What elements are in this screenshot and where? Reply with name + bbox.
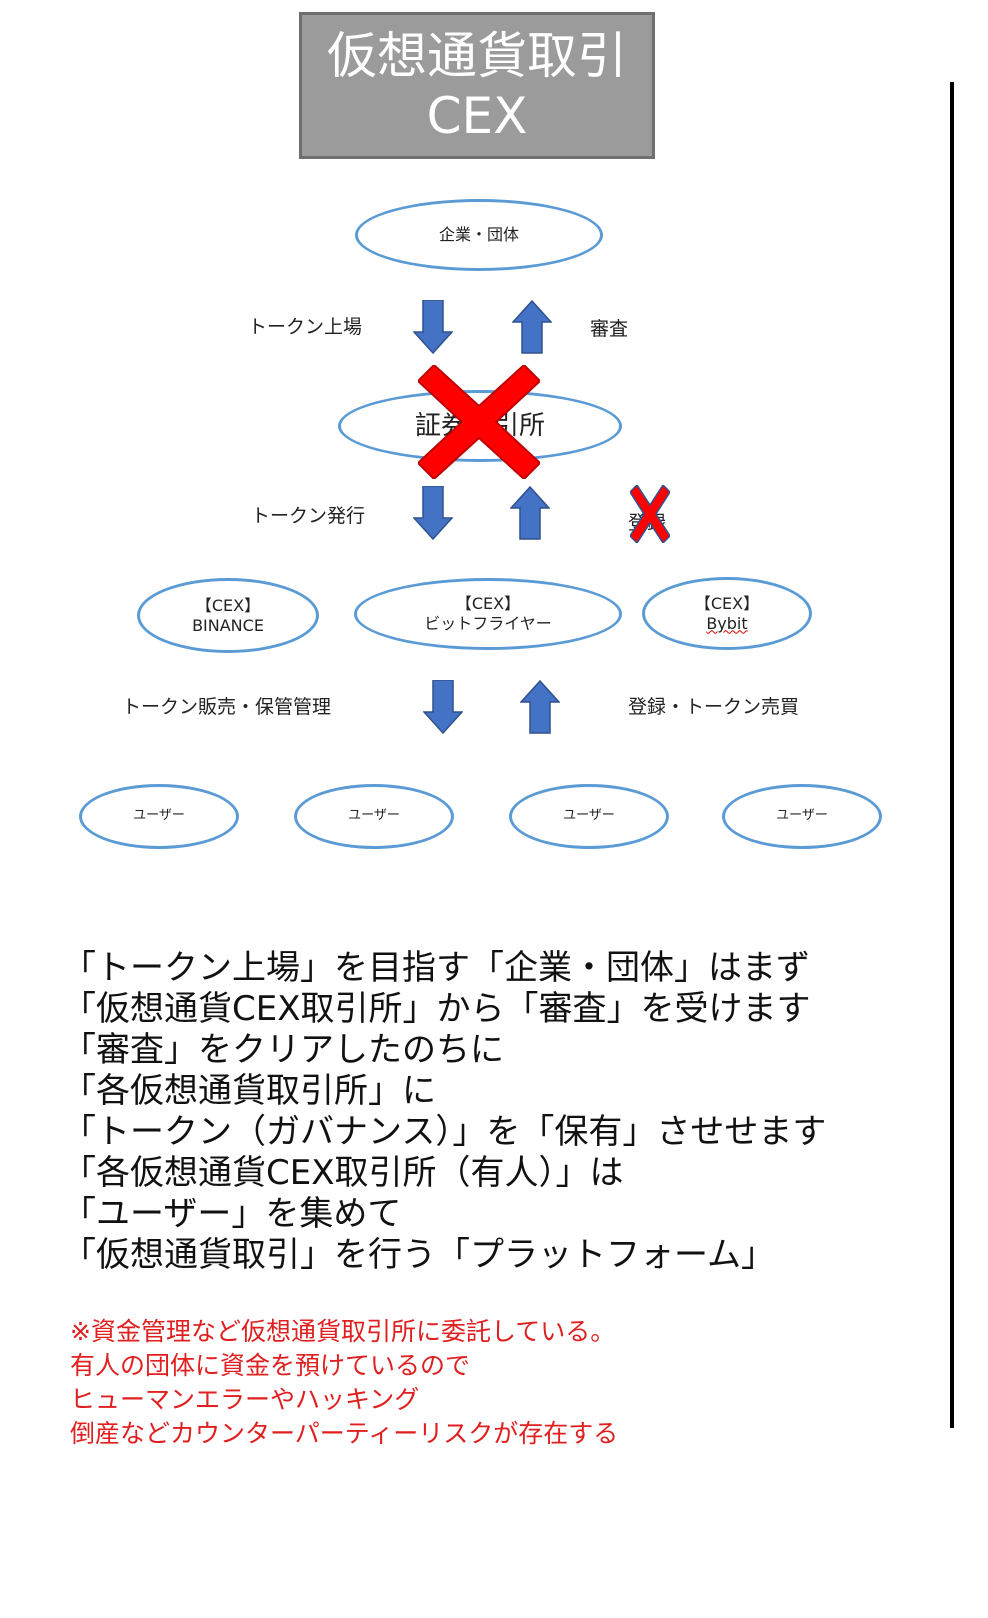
note-line: 有人の団体に資金を預けているので bbox=[70, 1351, 471, 1380]
main-text-line: 「各仮想通貨取引所」に bbox=[62, 1071, 436, 1111]
node-cex-bitflyer-tag: 【CEX】 bbox=[455, 594, 521, 613]
node-company-label: 企業・団体 bbox=[438, 225, 519, 244]
node-cex-bybit-tag: 【CEX】 bbox=[694, 593, 760, 613]
node-company: 企業・団体 bbox=[355, 199, 603, 271]
note-line: ※資金管理など仮想通貨取引所に委託している。 bbox=[70, 1317, 616, 1346]
arrow-up-review bbox=[512, 300, 552, 354]
risk-note: ※資金管理など仮想通貨取引所に委託している。 有人の団体に資金を預けているので … bbox=[70, 1315, 618, 1451]
title-line-2: CEX bbox=[426, 86, 528, 145]
node-cex-bybit: 【CEX】 Bybit bbox=[642, 577, 812, 650]
note-line: ヒューマンエラーやハッキング bbox=[70, 1385, 420, 1414]
title-box: 仮想通貨取引 CEX bbox=[299, 12, 655, 159]
node-cex-binance: 【CEX】 BINANCE bbox=[137, 578, 319, 653]
vertical-divider bbox=[950, 82, 954, 1428]
label-listing: トークン上場 bbox=[248, 316, 363, 338]
node-cex-binance-name: BINANCE bbox=[192, 615, 264, 635]
node-user-label: ユーザー bbox=[776, 808, 828, 824]
cross-large-icon bbox=[418, 365, 540, 479]
node-user-label: ユーザー bbox=[563, 808, 615, 824]
main-text-line: 「ユーザー」を集めて bbox=[62, 1194, 402, 1234]
arrow-down-sales bbox=[423, 680, 463, 734]
main-text-line: 「仮想通貨CEX取引所」から「審査」を受けます bbox=[62, 989, 811, 1029]
node-cex-bitflyer: 【CEX】 ビットフライヤー bbox=[354, 578, 622, 650]
arrow-up-trade bbox=[520, 680, 560, 734]
note-line: 倒産などカウンターパーティーリスクが存在する bbox=[70, 1419, 619, 1448]
main-text-line: 「各仮想通貨CEX取引所（有人）」は bbox=[62, 1153, 624, 1193]
title-line-1: 仮想通貨取引 bbox=[327, 26, 627, 85]
node-user-4: ユーザー bbox=[722, 784, 882, 849]
node-cex-binance-tag: 【CEX】 bbox=[195, 595, 261, 615]
cross-small-icon bbox=[630, 485, 670, 543]
main-text-line: 「審査」をクリアしたのちに bbox=[62, 1030, 504, 1070]
label-sales: トークン販売・保管管理 bbox=[122, 696, 332, 718]
arrow-down-issuance bbox=[413, 486, 453, 540]
label-trade: 登録・トークン売買 bbox=[628, 696, 800, 718]
main-text-line: 「トークン（ガバナンス）」を「保有」させせます bbox=[62, 1112, 827, 1152]
node-user-label: ユーザー bbox=[348, 808, 400, 824]
node-cex-bybit-name: Bybit bbox=[706, 613, 748, 633]
label-review: 審査 bbox=[590, 318, 629, 340]
node-cex-bitflyer-name: ビットフライヤー bbox=[424, 614, 552, 633]
arrow-down-listing bbox=[413, 300, 453, 354]
node-user-1: ユーザー bbox=[79, 784, 239, 849]
main-text-line: 「トークン上場」を目指す「企業・団体」はまず bbox=[62, 948, 810, 988]
label-issuance: トークン発行 bbox=[251, 505, 366, 527]
node-user-label: ユーザー bbox=[133, 808, 185, 824]
main-text-line: 「仮想通貨取引」を行う「プラットフォーム」 bbox=[62, 1235, 775, 1275]
main-description: 「トークン上場」を目指す「企業・団体」はまず 「仮想通貨CEX取引所」から「審査… bbox=[62, 948, 826, 1276]
arrow-up-register bbox=[510, 486, 550, 540]
node-user-2: ユーザー bbox=[294, 784, 454, 849]
node-user-3: ユーザー bbox=[509, 784, 669, 849]
